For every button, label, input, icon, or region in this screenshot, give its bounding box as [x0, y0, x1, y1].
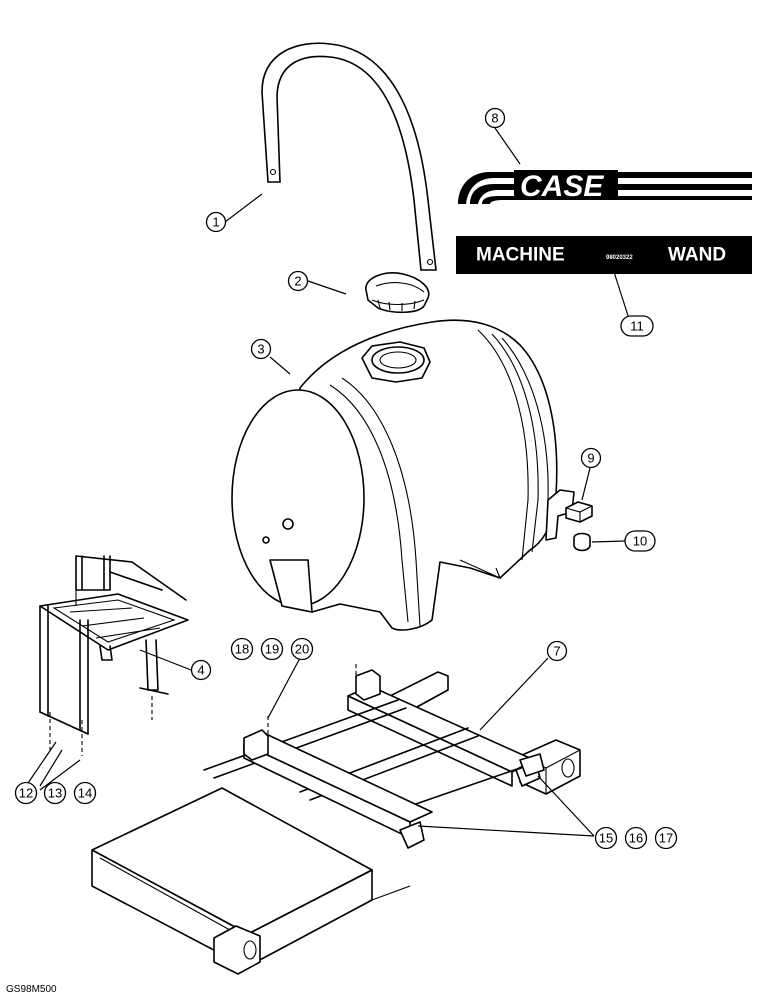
callout-1: 1 [205, 211, 227, 233]
mounting-bracket [39, 555, 189, 735]
machine-wand-decal: MACHINE 98020322 WAND [456, 236, 752, 274]
svg-text:14: 14 [78, 786, 92, 801]
svg-text:19: 19 [265, 642, 279, 657]
svg-text:2: 2 [294, 274, 301, 289]
alignment-lines [49, 664, 357, 756]
callout-7: 7 [546, 640, 568, 662]
callout-8: 8 [484, 107, 506, 129]
svg-text:17: 17 [659, 831, 673, 846]
plug-fitting [565, 501, 593, 523]
svg-text:10: 10 [633, 534, 647, 549]
svg-text:1: 1 [212, 215, 219, 230]
callout-11: 11 [620, 315, 654, 337]
fill-cap [365, 272, 430, 314]
callout-15: 15 [594, 826, 618, 850]
callout-14: 14 [73, 781, 97, 805]
callout-13: 13 [43, 781, 67, 805]
callout-3: 3 [250, 338, 272, 360]
leader-lines [25, 127, 632, 837]
svg-text:12: 12 [19, 786, 33, 801]
svg-text:18: 18 [235, 642, 249, 657]
base-frame [91, 669, 581, 975]
svg-text:4: 4 [197, 663, 204, 678]
svg-text:15: 15 [599, 831, 613, 846]
drain-plug [573, 532, 591, 552]
svg-text:8: 8 [491, 111, 498, 126]
callout-10: 10 [624, 530, 656, 552]
svg-text:16: 16 [629, 831, 643, 846]
svg-text:7: 7 [553, 644, 560, 659]
decal-partnumber-text: 98020322 [606, 255, 633, 261]
svg-text:20: 20 [295, 642, 309, 657]
tank-strap [261, 42, 437, 271]
case-logo-text: CASE [520, 170, 604, 203]
svg-text:3: 3 [257, 342, 264, 357]
svg-text:13: 13 [48, 786, 62, 801]
svg-text:11: 11 [630, 319, 644, 334]
callout-20: 20 [290, 637, 314, 661]
decal-wand-text: WAND [668, 245, 726, 266]
callout-17: 17 [654, 826, 678, 850]
callout-2: 2 [287, 270, 309, 292]
callout-16: 16 [624, 826, 648, 850]
case-decal: CASE [458, 169, 752, 204]
callout-19: 19 [260, 637, 284, 661]
callout-9: 9 [580, 447, 602, 469]
spray-tank [231, 319, 575, 631]
svg-text:9: 9 [587, 451, 594, 466]
decal-machine-text: MACHINE [476, 245, 565, 266]
callout-4: 4 [190, 659, 212, 681]
callout-12: 12 [14, 781, 38, 805]
callout-18: 18 [230, 637, 254, 661]
figure-code: GS98M500 [6, 984, 57, 995]
